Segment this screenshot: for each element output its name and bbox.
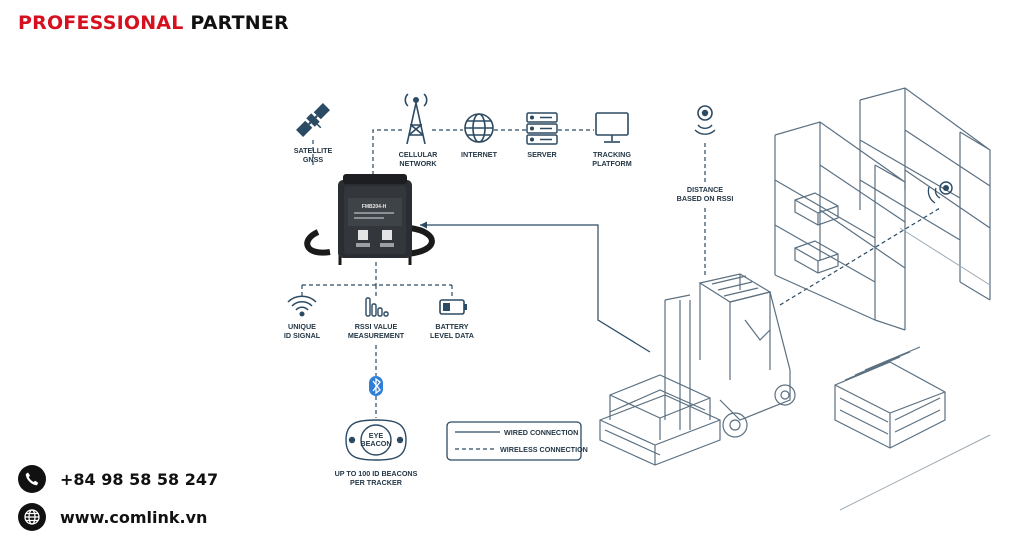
label-internet: INTERNET: [461, 150, 498, 159]
legend-wireless-label: WIRELESS CONNECTION: [500, 445, 588, 454]
label-rssi-2: MEASUREMENT: [348, 331, 405, 340]
website-contact: www.comlink.vn: [18, 503, 207, 531]
header-brand-red: PROFESSIONAL: [18, 12, 184, 34]
wifi-signal-icon: [287, 295, 317, 317]
label-distance-1: DISTANCE: [687, 185, 723, 194]
shelf-beacon-icon: [927, 181, 953, 204]
phone-icon: [18, 465, 46, 493]
satellite-icon: [296, 103, 330, 137]
wireless-links: [301, 129, 941, 418]
globe-web-icon: [18, 503, 46, 531]
rssi-bars-icon: [365, 297, 389, 317]
phone-number[interactable]: +84 98 58 58 247: [60, 469, 219, 489]
eye-beacon-icon: [345, 419, 407, 461]
beacon-text-2: BEACON: [360, 439, 391, 448]
label-rssi-1: RSSI VALUE: [355, 322, 398, 331]
label-satellite-2: GNSS: [303, 155, 324, 164]
monitor-icon: [595, 112, 629, 143]
label-server: SERVER: [527, 150, 557, 159]
floor-lines: [839, 227, 991, 511]
bluetooth-icon: [369, 376, 383, 396]
label-battery-2: LEVEL DATA: [430, 331, 474, 340]
battery-icon: [439, 299, 467, 315]
globe-icon: [464, 113, 494, 143]
label-tracking-2: PLATFORM: [592, 159, 631, 168]
distance-beacon-icon: [694, 105, 716, 135]
label-unique-2: ID SIGNAL: [284, 331, 321, 340]
label-cellular-2: NETWORK: [399, 159, 437, 168]
phone-contact: +84 98 58 58 247: [18, 465, 218, 493]
label-beacons-2: PER TRACKER: [350, 478, 403, 487]
legend-wired-label: WIRED CONNECTION: [504, 428, 578, 437]
arrow-head-icon: [420, 221, 427, 229]
beacon-text-1: EYE: [369, 431, 384, 440]
link-device-cellular: [372, 129, 405, 182]
label-distance-2: BASED ON RSSI: [677, 194, 734, 203]
page-header: PROFESSIONAL PARTNER: [18, 12, 289, 34]
label-unique-1: UNIQUE: [288, 322, 316, 331]
cellular-tower-icon: [404, 93, 428, 145]
legend: WIRED CONNECTION WIRELESS CONNECTION: [446, 421, 588, 461]
pallets: [834, 346, 946, 449]
link-forklift-shelf: [779, 207, 941, 306]
wired-link-device-forklift: [420, 224, 651, 353]
label-cellular-1: CELLULAR: [399, 150, 439, 159]
label-battery-1: BATTERY: [435, 322, 468, 331]
tracker-device: FMB204-H: [304, 174, 435, 265]
forklift: [599, 273, 796, 466]
server-icon: [526, 112, 558, 145]
device-model-label: FMB204-H: [362, 204, 387, 210]
website-link[interactable]: www.comlink.vn: [60, 507, 208, 527]
label-tracking-1: TRACKING: [593, 150, 631, 159]
header-brand-dark: PARTNER: [190, 12, 289, 34]
label-satellite-1: SATELLITE: [294, 146, 333, 155]
label-beacons-1: UP TO 100 ID BEACONS: [335, 469, 418, 478]
warehouse-shelves: [774, 87, 991, 331]
